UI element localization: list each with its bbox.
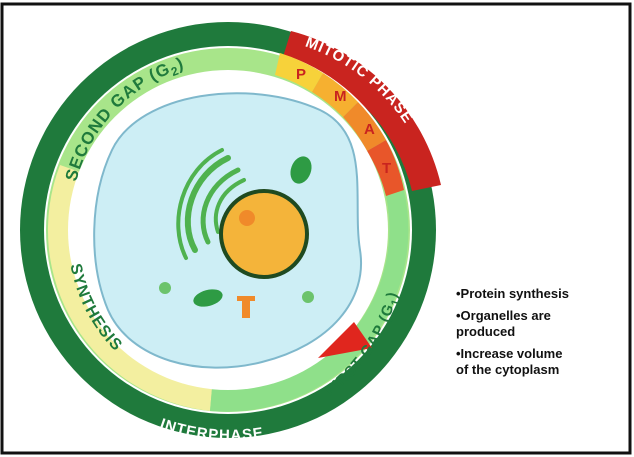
note-protein-synthesis: •Protein synthesis bbox=[456, 286, 632, 302]
stage-a-label: A bbox=[364, 121, 375, 138]
nucleus bbox=[221, 191, 307, 277]
nucleolus bbox=[239, 210, 255, 226]
note-organelles: •Organelles are produced bbox=[456, 308, 632, 340]
vesicle-right bbox=[302, 291, 314, 303]
stage-m-label: M bbox=[334, 88, 347, 105]
stage-p-label: P bbox=[296, 66, 306, 83]
interphase-notes: •Protein synthesis •Organelles are produ… bbox=[456, 286, 632, 384]
stage-t-label: T bbox=[382, 160, 391, 177]
vesicle-left bbox=[159, 282, 171, 294]
ring-dot bbox=[382, 380, 386, 384]
centrosome-stem bbox=[242, 300, 250, 318]
note-cytoplasm-volume: •Increase volume of the cytoplasm bbox=[456, 346, 632, 378]
